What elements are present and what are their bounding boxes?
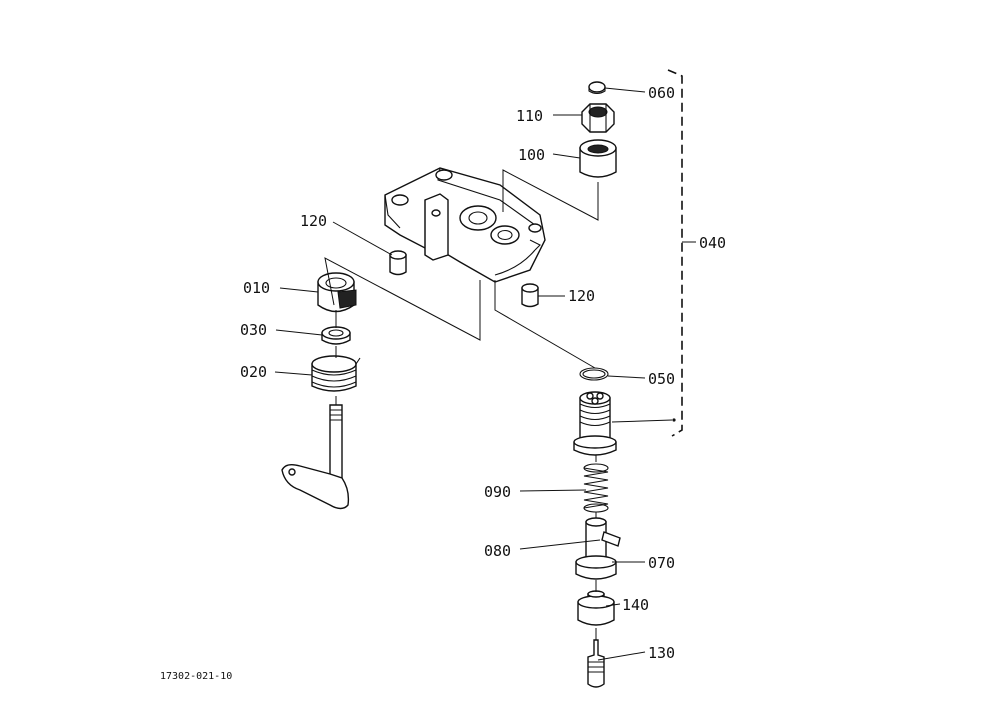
label-100: 100 bbox=[518, 146, 545, 164]
label-120-right: 120 bbox=[568, 287, 595, 305]
part-120-pin-left bbox=[389, 250, 407, 276]
label-120-left: 120 bbox=[300, 212, 327, 230]
part-070-valve bbox=[575, 517, 617, 580]
assembly-040-bracket bbox=[667, 69, 683, 437]
part-130-nozzle bbox=[587, 639, 605, 688]
label-110: 110 bbox=[516, 107, 543, 125]
bracket-housing bbox=[384, 167, 546, 283]
label-060: 060 bbox=[648, 84, 675, 102]
part-060-plug bbox=[588, 81, 606, 95]
leader-lines bbox=[274, 87, 696, 661]
part-050-o-ring bbox=[579, 367, 609, 381]
label-040: 040 bbox=[699, 234, 726, 252]
part-100-sleeve bbox=[579, 139, 617, 178]
label-050: 050 bbox=[648, 370, 675, 388]
label-140: 140 bbox=[622, 596, 649, 614]
label-070: 070 bbox=[648, 554, 675, 572]
assembly-lines bbox=[324, 169, 599, 640]
part-110-nut bbox=[581, 103, 615, 133]
label-130: 130 bbox=[648, 644, 675, 662]
label-010: 010 bbox=[243, 279, 270, 297]
label-090: 090 bbox=[484, 483, 511, 501]
part-140-collar bbox=[577, 590, 615, 626]
part-120-pin-right bbox=[521, 283, 539, 308]
figure-reference-code: 17302-021-10 bbox=[160, 671, 232, 682]
label-080: 080 bbox=[484, 542, 511, 560]
label-020: 020 bbox=[240, 363, 267, 381]
lever-shaft bbox=[281, 404, 350, 510]
part-010-collar bbox=[317, 272, 357, 313]
delivery-valve-holder bbox=[573, 391, 617, 456]
part-090-spring bbox=[583, 463, 609, 513]
part-080-pin bbox=[601, 531, 621, 547]
part-030-washer bbox=[321, 326, 351, 345]
part-020-spring bbox=[311, 355, 361, 392]
label-030: 030 bbox=[240, 321, 267, 339]
